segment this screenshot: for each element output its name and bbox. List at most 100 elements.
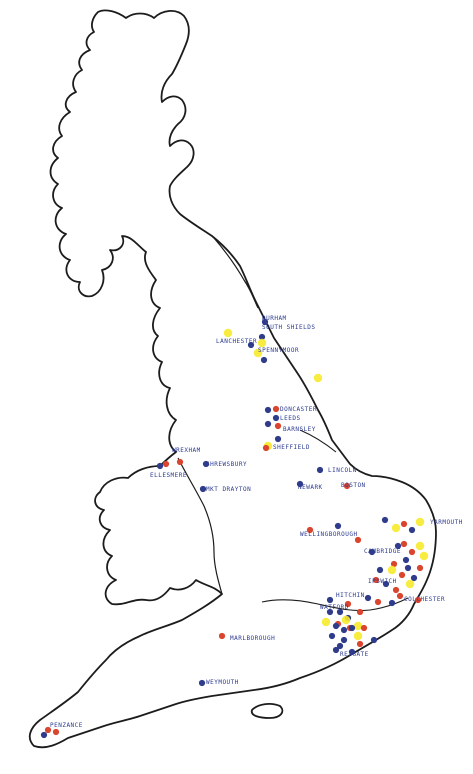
location-marker-red[interactable] xyxy=(354,536,362,544)
location-marker-blue[interactable] xyxy=(336,642,344,650)
location-marker-blue[interactable] xyxy=(408,526,416,534)
location-marker-red[interactable] xyxy=(356,640,364,648)
location-marker-red[interactable] xyxy=(218,632,226,640)
location-marker-blue[interactable] xyxy=(260,356,268,364)
location-marker-blue[interactable] xyxy=(376,566,384,574)
location-marker-red[interactable] xyxy=(400,520,408,528)
location-marker-blue[interactable] xyxy=(198,679,206,687)
location-marker-red[interactable] xyxy=(306,526,314,534)
label-ipswich: IPSWICH xyxy=(368,578,397,585)
location-marker-blue[interactable] xyxy=(199,485,207,493)
location-marker-blue[interactable] xyxy=(272,414,280,422)
location-marker-yellow[interactable] xyxy=(391,523,401,533)
location-marker-blue[interactable] xyxy=(368,548,376,556)
label-hitchin: HITCHIN xyxy=(336,592,365,599)
location-marker-blue[interactable] xyxy=(261,318,269,326)
coastline xyxy=(28,9,437,749)
location-marker-yellow[interactable] xyxy=(387,565,397,575)
location-marker-red[interactable] xyxy=(52,728,60,736)
location-marker-blue[interactable] xyxy=(402,556,410,564)
location-marker-blue[interactable] xyxy=(296,480,304,488)
location-marker-yellow[interactable] xyxy=(223,328,233,338)
label-ellesmere: ELLESMERE xyxy=(150,472,187,479)
location-marker-red[interactable] xyxy=(392,586,400,594)
location-marker-red[interactable] xyxy=(372,576,380,584)
location-marker-yellow[interactable] xyxy=(257,338,267,348)
label-wrexham: WREXHAM xyxy=(172,447,201,454)
location-marker-red[interactable] xyxy=(356,608,364,616)
welsh-border xyxy=(177,457,223,595)
location-marker-blue[interactable] xyxy=(388,599,396,607)
label-barnsley: BARNSLEY xyxy=(283,426,316,433)
location-marker-blue[interactable] xyxy=(394,542,402,550)
label-lincoln: LINCOLN xyxy=(328,467,357,474)
location-marker-red[interactable] xyxy=(408,548,416,556)
location-marker-red[interactable] xyxy=(44,726,52,734)
location-marker-blue[interactable] xyxy=(264,406,272,414)
location-marker-yellow[interactable] xyxy=(341,615,351,625)
location-marker-yellow[interactable] xyxy=(405,579,415,589)
location-marker-blue[interactable] xyxy=(381,516,389,524)
location-marker-blue[interactable] xyxy=(404,564,412,572)
location-marker-red[interactable] xyxy=(416,564,424,572)
location-marker-blue[interactable] xyxy=(264,420,272,428)
location-marker-red[interactable] xyxy=(360,624,368,632)
location-marker-red[interactable] xyxy=(262,444,270,452)
location-marker-blue[interactable] xyxy=(340,626,348,634)
location-marker-blue[interactable] xyxy=(258,333,266,341)
location-marker-blue[interactable] xyxy=(156,462,164,470)
location-marker-blue[interactable] xyxy=(348,624,356,632)
markers-layer xyxy=(40,318,429,739)
label-marlborough: MARLBOROUGH xyxy=(230,635,275,642)
location-marker-yellow[interactable] xyxy=(419,551,429,561)
location-marker-blue[interactable] xyxy=(370,636,378,644)
location-marker-red[interactable] xyxy=(414,596,422,604)
location-marker-yellow[interactable] xyxy=(353,621,363,631)
thames-estuary xyxy=(261,597,409,612)
location-marker-yellow[interactable] xyxy=(353,631,363,641)
label-lanchester: LANCHESTER xyxy=(216,338,257,345)
location-marker-blue[interactable] xyxy=(247,341,255,349)
location-marker-red[interactable] xyxy=(398,571,406,579)
location-marker-blue[interactable] xyxy=(382,580,390,588)
location-marker-blue[interactable] xyxy=(340,636,348,644)
location-marker-red[interactable] xyxy=(374,598,382,606)
location-marker-red[interactable] xyxy=(344,600,352,608)
label-boston: BOSTON xyxy=(341,482,366,489)
label-reigate: REIGATE xyxy=(340,651,369,658)
location-marker-blue[interactable] xyxy=(202,460,210,468)
location-marker-blue[interactable] xyxy=(326,608,334,616)
location-marker-blue[interactable] xyxy=(328,632,336,640)
location-marker-yellow[interactable] xyxy=(313,373,323,383)
location-marker-red[interactable] xyxy=(162,460,170,468)
label-shrewsbury: SHREWSBURY xyxy=(206,461,247,468)
location-marker-red[interactable] xyxy=(400,540,408,548)
location-marker-blue[interactable] xyxy=(332,622,340,630)
location-marker-red[interactable] xyxy=(272,405,280,413)
location-marker-yellow[interactable] xyxy=(415,541,425,551)
label-newark: NEWARK xyxy=(298,484,323,491)
location-marker-yellow[interactable] xyxy=(321,617,331,627)
location-marker-red[interactable] xyxy=(274,422,282,430)
location-marker-blue[interactable] xyxy=(348,648,356,656)
location-marker-yellow[interactable] xyxy=(253,348,263,358)
location-marker-blue[interactable] xyxy=(364,594,372,602)
location-marker-blue[interactable] xyxy=(336,608,344,616)
location-marker-blue[interactable] xyxy=(326,596,334,604)
location-marker-blue[interactable] xyxy=(316,466,324,474)
location-marker-red[interactable] xyxy=(176,458,184,466)
location-marker-red[interactable] xyxy=(396,592,404,600)
location-marker-yellow[interactable] xyxy=(415,517,425,527)
location-marker-blue[interactable] xyxy=(334,522,342,530)
location-marker-blue[interactable] xyxy=(40,731,48,739)
location-marker-blue[interactable] xyxy=(410,574,418,582)
label-yarmouth: YARMOUTH xyxy=(430,519,463,526)
label-spennymoor: SPENNYMOOR xyxy=(258,347,299,354)
location-marker-blue[interactable] xyxy=(332,646,340,654)
location-marker-blue[interactable] xyxy=(274,435,282,443)
location-marker-red[interactable] xyxy=(343,482,351,490)
label-market-drayton: MKT DRAYTON xyxy=(206,486,251,493)
location-marker-red[interactable] xyxy=(390,560,398,568)
label-colchester: COLCHESTER xyxy=(404,596,445,603)
label-durham: DURHAM xyxy=(262,315,287,322)
